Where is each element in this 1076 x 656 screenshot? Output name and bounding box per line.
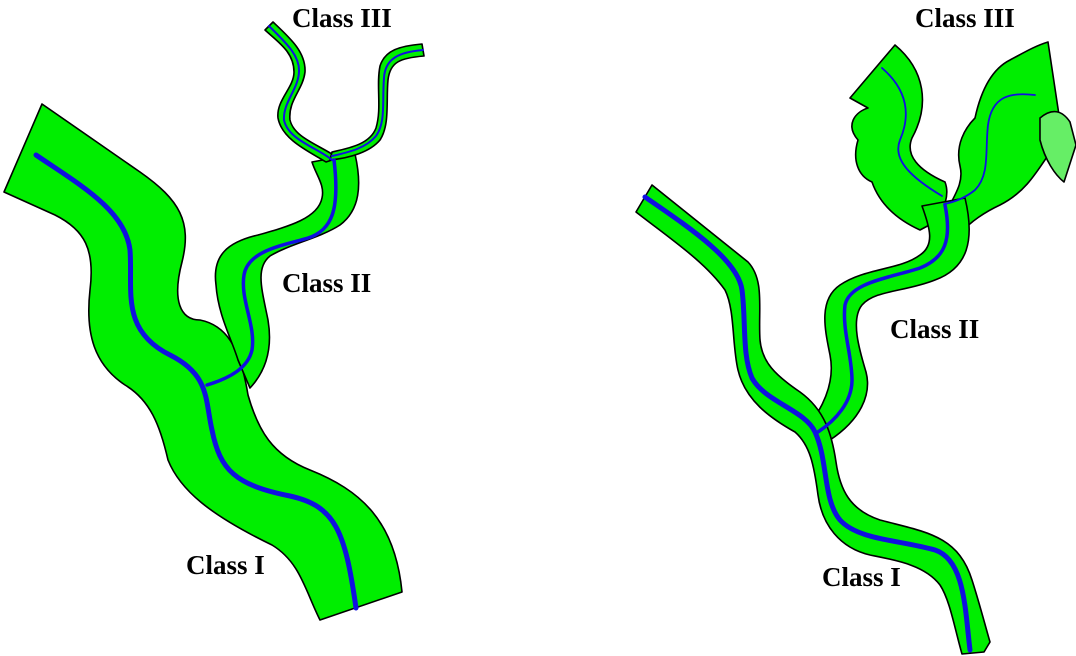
left-class-2-label: Class II [282, 268, 371, 298]
right-class-3-buffer-stub [1039, 110, 1076, 183]
left-class-1-stream [33, 152, 359, 611]
right-class-1-stream [642, 194, 973, 653]
right-class-3-buffer-east [941, 41, 1063, 233]
left-class-1-buffer [3, 103, 403, 621]
right-class-1-buffer [635, 184, 991, 655]
left-class-1-label: Class I [186, 550, 265, 580]
right-class-3-stream-west [881, 67, 943, 197]
left-class-3-label: Class III [292, 3, 392, 33]
right-class-3-stream-east [943, 93, 1036, 205]
left-panel [3, 21, 425, 621]
right-class-2-label: Class II [890, 314, 979, 344]
left-class-3-stream-east [331, 49, 424, 157]
right-class-3-buffer-west [849, 44, 948, 231]
left-class-3-buffer-east [329, 43, 425, 161]
right-class-3-label: Class III [915, 3, 1015, 33]
left-class-3-stream-west [268, 25, 333, 161]
right-class-2-stream [816, 203, 950, 434]
right-panel [635, 41, 1076, 655]
right-class-1-label: Class I [822, 562, 901, 592]
left-class-2-stream [205, 158, 338, 387]
right-class-2-buffer [817, 197, 971, 441]
